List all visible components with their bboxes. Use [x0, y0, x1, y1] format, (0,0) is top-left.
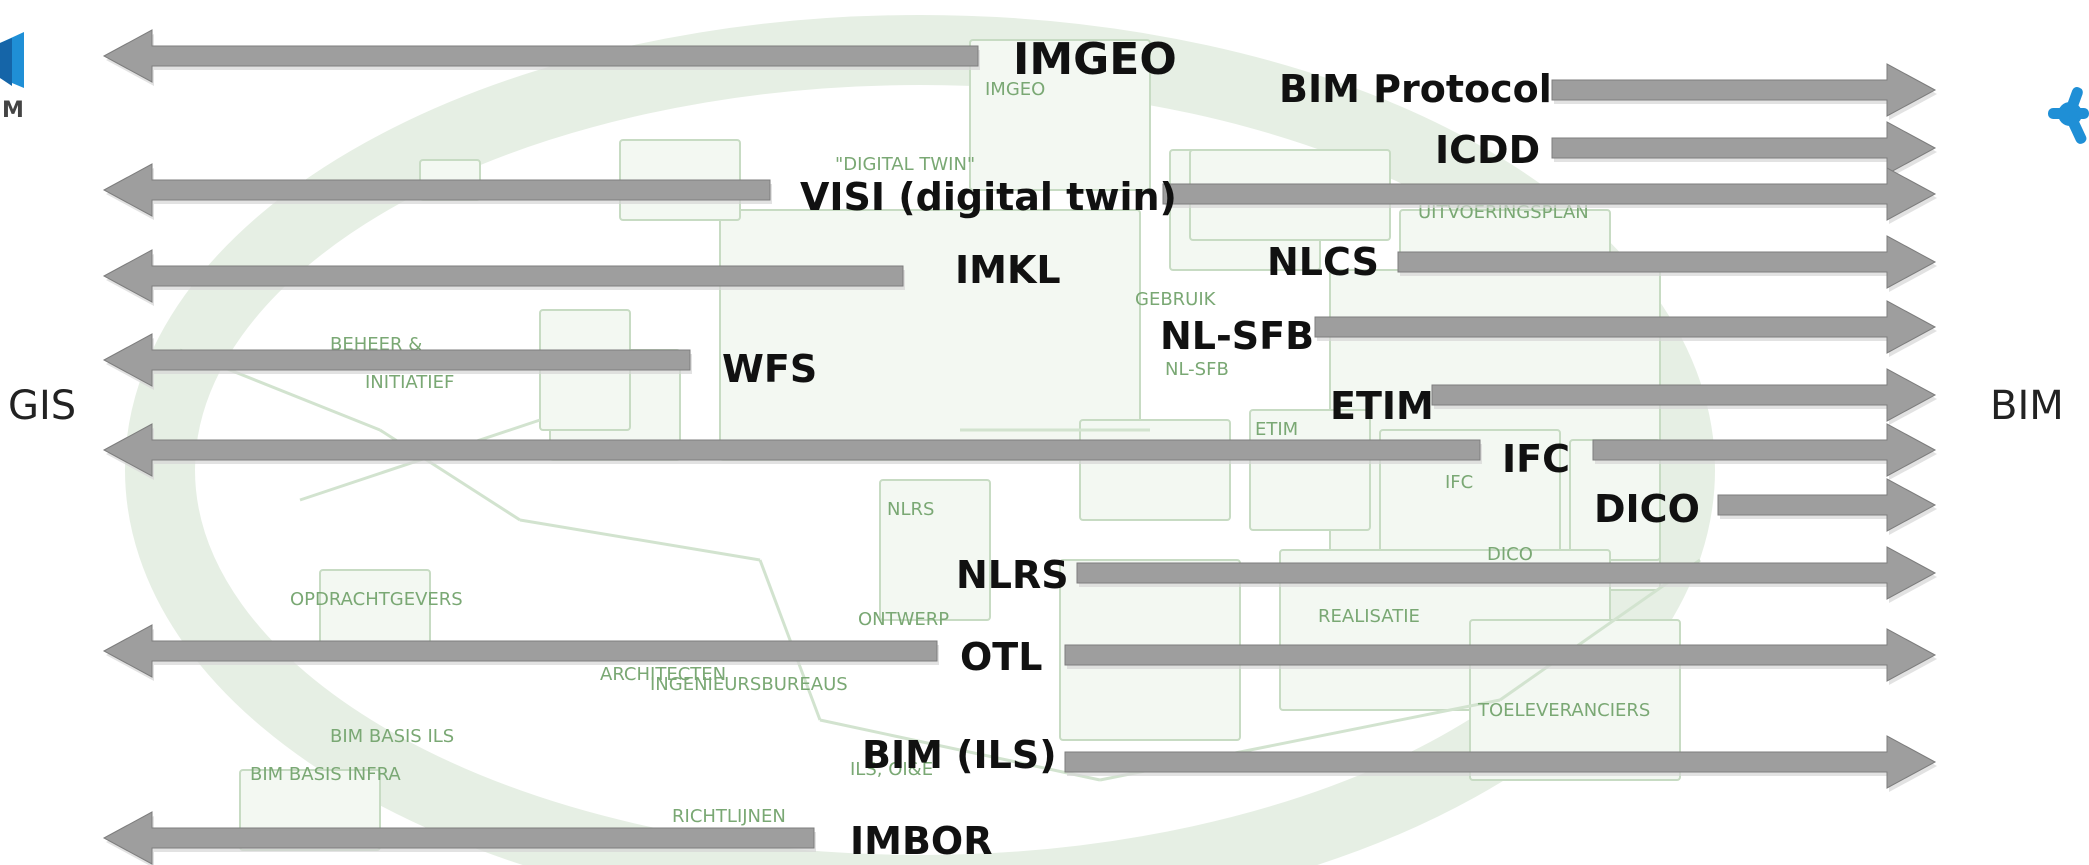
- bg-illustration-label: ILS, OI&E: [850, 759, 933, 780]
- bg-sketch-line: [758, 559, 822, 721]
- label-imbor: IMBOR: [850, 819, 993, 863]
- arrow-right: [1064, 628, 1937, 685]
- bg-illustration-label: TOELEVERANCIERS: [1477, 700, 1650, 721]
- bg-sketch-line: [819, 718, 1101, 782]
- label-bim-ils: BIM (ILS): [862, 733, 1057, 777]
- bg-illustration-label: OPDRACHTGEVERS: [290, 589, 463, 610]
- arrow-right: [1717, 478, 1937, 535]
- bg-illustration-label: NLRS: [887, 499, 934, 520]
- bg-illustration-label: IFC: [1445, 472, 1473, 493]
- bg-illustration-label: NL-SFB: [1165, 359, 1229, 380]
- bg-illustration-label: ONTWERP: [858, 609, 949, 630]
- label-nl-sfb: NL-SFB: [1160, 314, 1315, 358]
- arrow-left: [102, 423, 1482, 480]
- bg-sketch-line: [519, 518, 761, 562]
- arrow-right: [1076, 546, 1937, 603]
- label-imkl: IMKL: [955, 248, 1061, 292]
- bg-illustration-label: ARCHITECTEN: [600, 664, 726, 685]
- label-nlrs: NLRS: [956, 553, 1069, 597]
- arrow-left: [102, 624, 939, 681]
- arrow-left: [102, 249, 905, 306]
- arrow-right: [1314, 300, 1937, 357]
- bg-illustration-label: INGENIEURSBUREAUS: [650, 674, 848, 695]
- arrow-left: [102, 333, 692, 390]
- bg-illustration-label: BIM BASIS INFRA: [250, 764, 401, 785]
- arrow-right: [1162, 167, 1937, 224]
- bg-illustration-label: IMGEO: [985, 79, 1045, 100]
- bg-illustration-label: GEBRUIK: [1135, 289, 1217, 310]
- arrow-left: [102, 163, 772, 220]
- label-nlcs: NLCS: [1267, 240, 1379, 284]
- label-bim-protocol: BIM Protocol: [1279, 67, 1552, 111]
- bg-illustration-label: INITIATIEF: [365, 372, 454, 393]
- label-imgeo: IMGEO: [1013, 34, 1177, 85]
- organisation-logo-right: [2048, 87, 2089, 144]
- gis-side-label: GIS: [8, 383, 77, 429]
- arrow-left: [102, 811, 816, 865]
- arrow-right: [1431, 368, 1937, 425]
- label-dico: DICO: [1594, 487, 1700, 531]
- arrow-right: [1551, 121, 1937, 178]
- bg-sketch-box: [879, 479, 991, 621]
- bg-illustration-label: "DIGITAL TWIN": [835, 154, 975, 175]
- bg-illustration-label: RICHTLIJNEN: [672, 806, 786, 827]
- bg-illustration-label: ETIM: [1255, 419, 1298, 440]
- bim-side-label: BIM: [1990, 383, 2064, 429]
- label-otl: OTL: [960, 635, 1043, 679]
- label-visi: VISI (digital twin): [800, 175, 1177, 219]
- arrow-right: [1592, 423, 1937, 480]
- arrow-right: [1397, 235, 1937, 292]
- arrow-left: [102, 29, 980, 86]
- bg-illustration-label: BIM BASIS ILS: [330, 726, 454, 747]
- label-ifc: IFC: [1502, 437, 1570, 481]
- label-etim: ETIM: [1330, 384, 1434, 428]
- logo-left-text: M: [2, 98, 24, 123]
- bg-illustration-label: DICO: [1487, 544, 1533, 565]
- arrow-right: [1064, 735, 1937, 792]
- arrow-right: [1551, 63, 1937, 120]
- label-wfs: WFS: [722, 347, 818, 391]
- bg-illustration-label: REALISATIE: [1318, 606, 1420, 627]
- label-icdd: ICDD: [1435, 128, 1541, 172]
- bg-sketch-box: [969, 39, 1151, 191]
- organisation-logo-left: [0, 32, 24, 88]
